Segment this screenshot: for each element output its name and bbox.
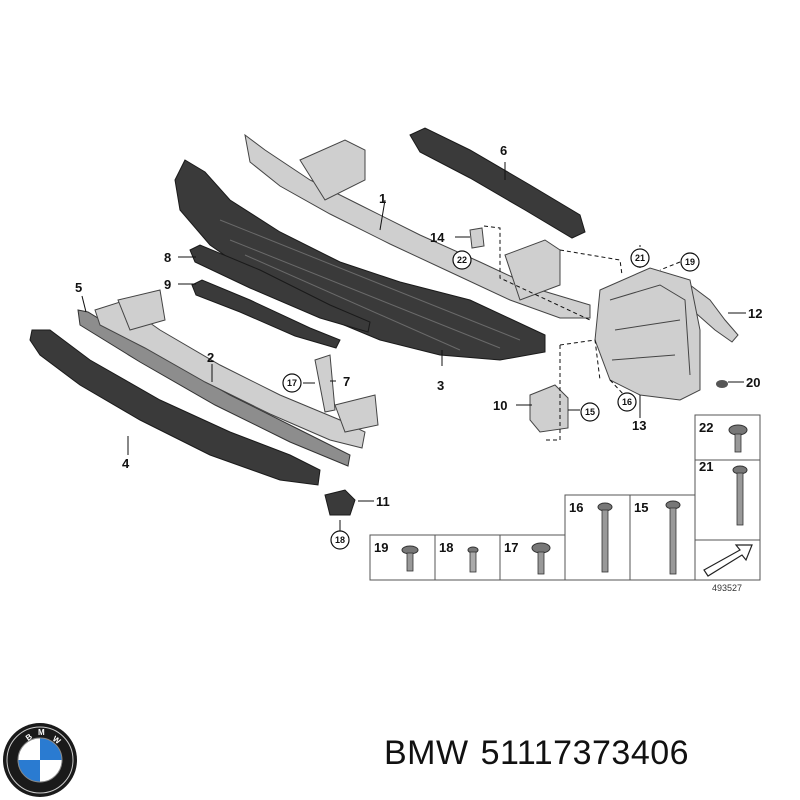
callout-2: 2: [207, 350, 214, 365]
fastener-label-16: 16: [569, 500, 583, 515]
svg-text:19: 19: [685, 257, 695, 267]
callout-7: 7: [343, 374, 350, 389]
fastener-label-15: 15: [634, 500, 648, 515]
fastener-table: 19 18 17 16 15 22 21: [369, 414, 761, 593]
part-3-ribs: [219, 219, 521, 351]
part-11-sensor: [324, 489, 356, 516]
callout-9: 9: [164, 277, 171, 292]
svg-text:21: 21: [635, 253, 645, 263]
part-1-bracket-left: [299, 139, 366, 201]
callout-12: 12: [748, 306, 762, 321]
callout-4: 4: [122, 456, 130, 471]
callout-14: 14: [430, 230, 445, 245]
callout-circle-21: 21: [630, 248, 650, 268]
callout-1: 1: [379, 191, 386, 206]
part-20-washer: [716, 380, 728, 388]
part-6-strip: [409, 127, 586, 239]
part-2-bracket-right: [334, 394, 379, 433]
screw-17-icon: [531, 542, 551, 575]
fastener-label-22: 22: [699, 420, 713, 435]
rivet-18-icon: [467, 546, 479, 573]
callout-13: 13: [632, 418, 646, 433]
part-1-carrier: [244, 133, 591, 319]
callout-11: 11: [376, 494, 390, 509]
callout-20: 20: [746, 375, 760, 390]
callout-circle-16: 16: [617, 392, 637, 412]
svg-text:22: 22: [457, 255, 467, 265]
svg-text:16: 16: [622, 397, 632, 407]
callout-6: 6: [500, 143, 507, 158]
callout-circle-19: 19: [680, 252, 700, 272]
svg-text:17: 17: [287, 378, 297, 388]
svg-text:15: 15: [585, 407, 595, 417]
callout-10: 10: [493, 398, 507, 413]
callout-circle-18: 18: [330, 530, 350, 550]
bolt-16-icon: [597, 502, 613, 573]
direction-arrow-icon: [703, 544, 753, 577]
part-9-strip: [191, 279, 341, 349]
diagram-id: 493527: [712, 583, 742, 593]
bolt-22-icon: [728, 424, 748, 453]
part-1-bracket-right: [504, 239, 561, 301]
callout-circle-17: 17: [282, 373, 302, 393]
callout-8: 8: [164, 250, 171, 265]
part-7-bracket: [314, 354, 336, 413]
brand-name: BMW: [384, 734, 469, 772]
callout-5: 5: [75, 280, 82, 295]
callout-labels: 1 2 3 4 5 6 7 8 9 10 11 12 13 14 20: [75, 143, 762, 509]
circled-callouts: 22 21 19 17 15 16 18: [282, 248, 700, 550]
svg-text:M: M: [38, 728, 45, 737]
callout-circle-15: 15: [580, 402, 600, 422]
part-3-deflector: [174, 159, 546, 361]
part-4-lip: [29, 329, 321, 486]
fastener-label-21: 21: [699, 459, 713, 474]
part-2-bracket-left: [117, 289, 166, 331]
bmw-roundel-icon: B M W: [3, 723, 77, 797]
svg-text:B: B: [24, 732, 34, 743]
svg-text:W: W: [51, 734, 63, 746]
screw-19-icon: [401, 545, 419, 572]
footer-caption: BMW 51117373406: [384, 734, 701, 773]
bolt-15-icon: [665, 500, 681, 575]
part-2-trim: [94, 301, 366, 449]
fastener-label-19: 19: [374, 540, 388, 555]
fastener-label-18: 18: [439, 540, 453, 555]
part-13-frame: [609, 284, 691, 376]
callout-circle-22: 22: [452, 250, 472, 270]
svg-text:18: 18: [335, 535, 345, 545]
part-14-clip: [469, 227, 485, 249]
bolt-21-icon: [732, 465, 748, 526]
part-number: 51117373406: [480, 734, 690, 772]
callout-3: 3: [437, 378, 444, 393]
fastener-label-17: 17: [504, 540, 518, 555]
part-10-bracket: [529, 384, 569, 433]
part-8-strip: [189, 244, 371, 333]
part-13-support: [594, 267, 701, 401]
leader-lines: [81, 162, 746, 532]
